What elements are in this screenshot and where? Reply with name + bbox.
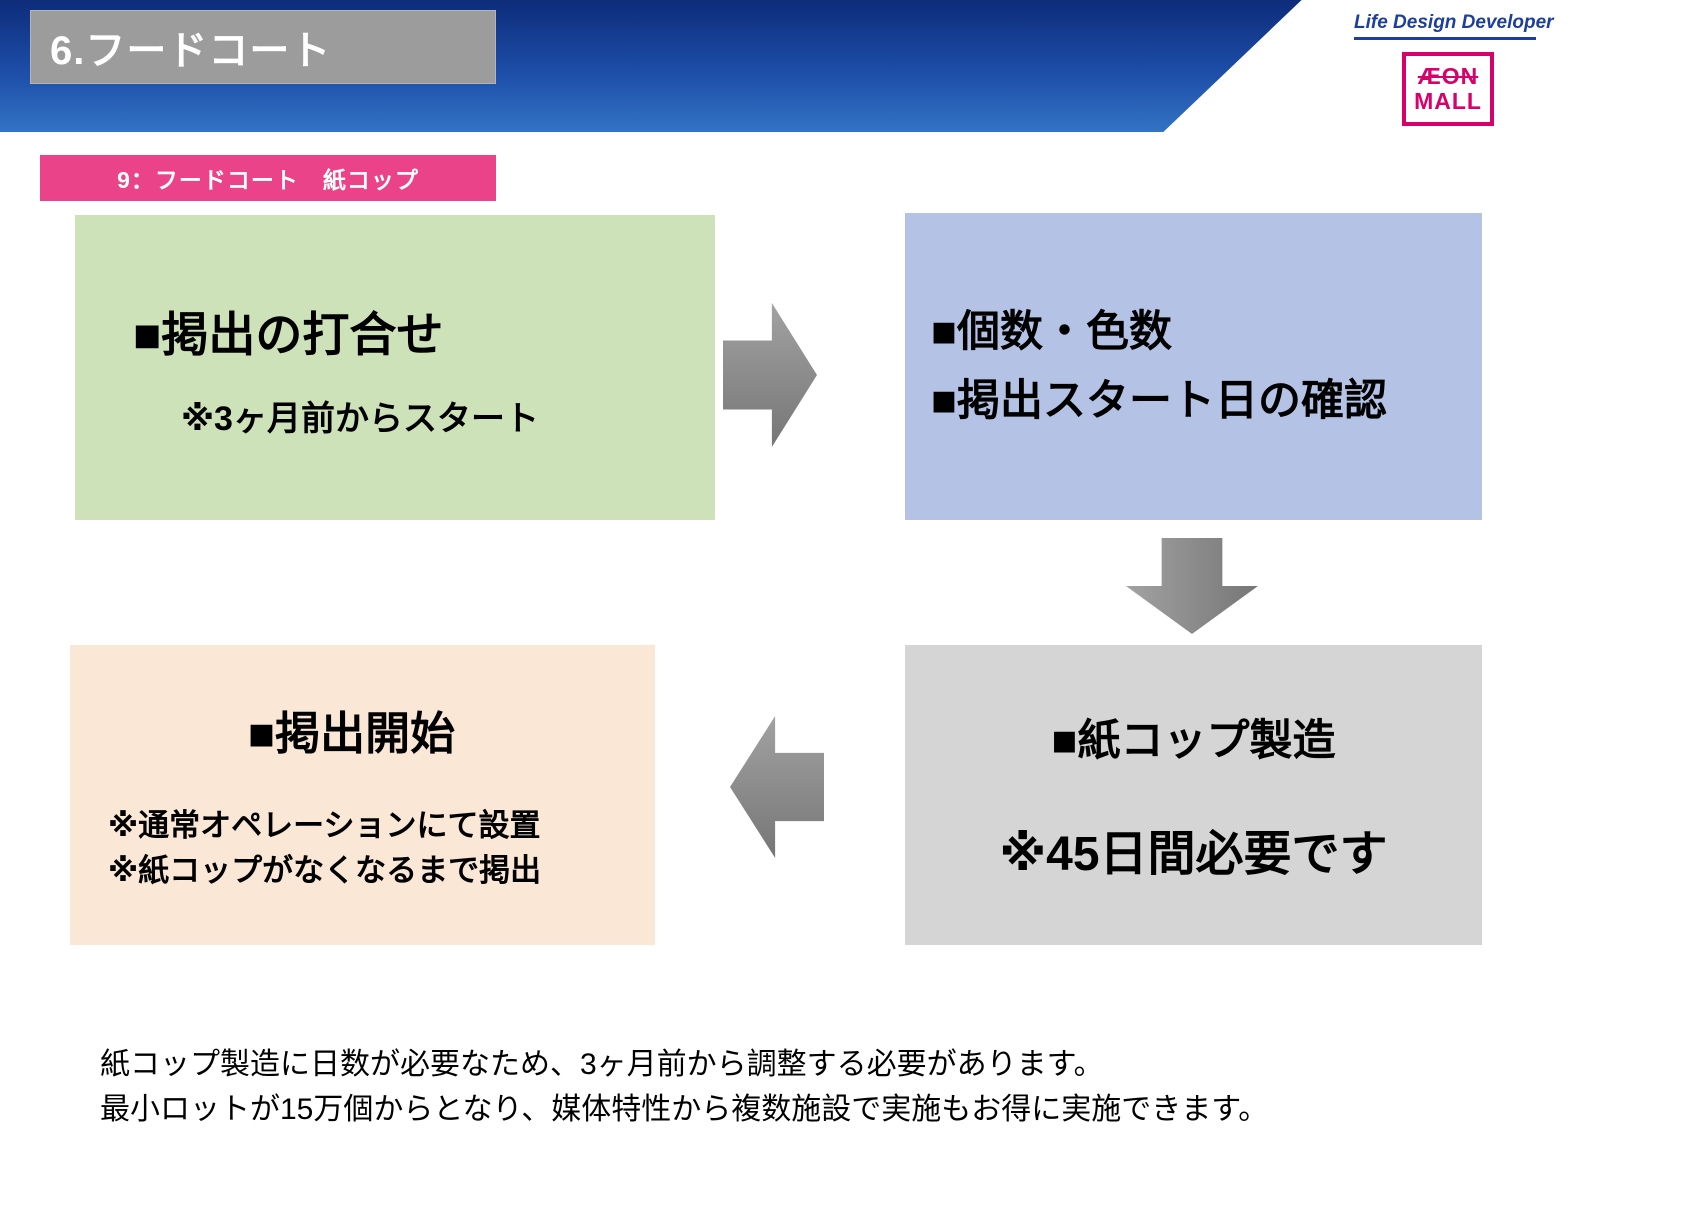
slide-title-box: 6.フードコート [30,10,496,84]
aeon-mall-logo: ÆON MALL [1402,52,1494,126]
flow-step-posting-start-note2: ※紙コップがなくなるまで掲出 [108,852,542,888]
flow-step-manufacturing-note: ※45日間必要です [999,828,1388,881]
life-design-developer-logo: Life Design Developer [1354,12,1554,40]
flow-step-confirmation-line2: ■掲出スタート日の確認 [931,376,1387,425]
flow-step-meeting-title: ■掲出の打合せ [133,307,444,361]
mall-logo-text: MALL [1414,88,1482,114]
aeon-logo-text: ÆON [1417,62,1479,89]
flow-step-meeting: ■掲出の打合せ ※3ヶ月前からスタート [75,215,715,520]
arrow-left-icon [730,716,824,858]
flow-step-manufacturing-title: ■紙コップ製造 [1051,717,1336,765]
flow-step-confirmation: ■個数・色数 ■掲出スタート日の確認 [905,213,1482,520]
flow-step-manufacturing: ■紙コップ製造 ※45日間必要です [905,645,1482,945]
footer-note-line1: 紙コップ製造に日数が必要なため、3ヶ月前から調整する必要があります。 [100,1048,1104,1081]
footer-note-line2: 最小ロットが15万個からとなり、媒体特性から複数施設で実施もお得に実施できます。 [100,1093,1269,1126]
flow-step-meeting-note: ※3ヶ月前からスタート [181,399,539,438]
footer-note: 紙コップ製造に日数が必要なため、3ヶ月前から調整する必要があります。 最小ロット… [100,1042,1268,1132]
arrow-right-icon [723,303,817,447]
arrow-down-icon [1126,538,1258,634]
flow-step-posting-start-note1: ※通常オペレーションにて設置 [108,807,541,843]
flow-step-confirmation-line1: ■個数・色数 [931,307,1172,356]
flow-step-posting-start-title: ■掲出開始 [247,707,456,759]
flow-step-posting-start: ■掲出開始 ※通常オペレーションにて設置 ※紙コップがなくなるまで掲出 [70,645,655,945]
section-label: 9：フードコート 紙コップ [40,155,496,201]
slide-title: 6.フードコート [50,29,332,73]
